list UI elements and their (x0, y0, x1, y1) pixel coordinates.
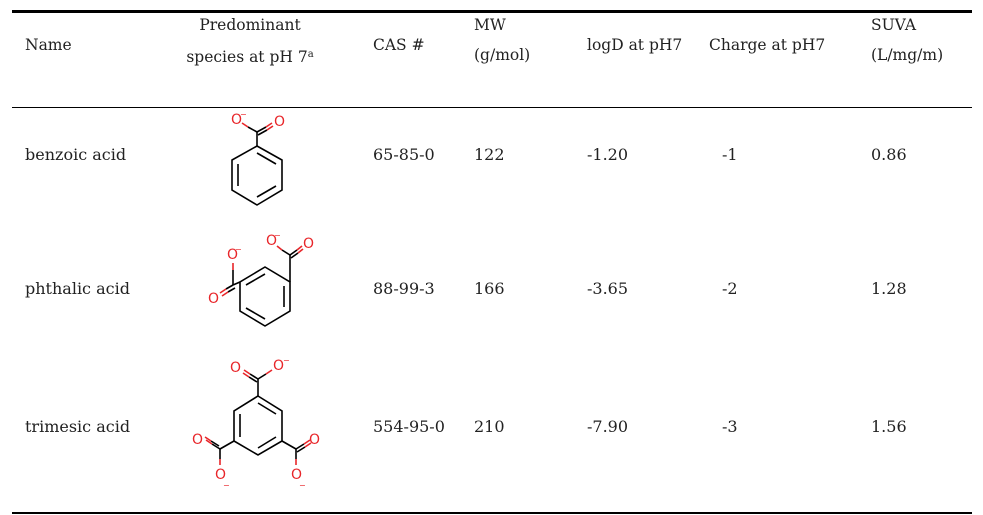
header-species-line2: species at pH 7a (186, 48, 314, 66)
row-charge: -1 (722, 145, 738, 164)
trimesate-structure: O O − O O − O O − (192, 356, 320, 490)
header-suva: SUVA (L/mg/m) (871, 10, 943, 70)
oxygen-atom: O (309, 432, 320, 448)
row-cas: 88-99-3 (373, 279, 435, 298)
benzene-ring (231, 145, 283, 206)
header-suva-line1: SUVA (871, 16, 917, 34)
benzene-ring (233, 395, 283, 456)
row-cas: 65-85-0 (373, 145, 435, 164)
row-name: phthalic acid (25, 279, 130, 298)
oxygen-atom: O (227, 247, 238, 263)
header-charge: Charge at pH7 (709, 36, 826, 54)
row-suva: 1.56 (871, 417, 907, 436)
row-suva: 1.28 (871, 279, 907, 298)
table-bottom-rule (12, 512, 972, 514)
header-mw-line2: (g/mol) (474, 46, 531, 64)
footnote-marker: a (307, 49, 314, 60)
row-cas: 554-95-0 (373, 417, 445, 436)
header-mw: MW (g/mol) (474, 10, 530, 70)
row-logd: -7.90 (587, 417, 629, 436)
row-mw: 122 (474, 145, 505, 164)
oxygen-atom: O (230, 360, 241, 376)
oxygen-atom: O (303, 236, 314, 252)
oxygen-atom: O (291, 467, 302, 483)
negative-charge: − (223, 481, 230, 490)
carboxylate-group-left: O − O (208, 245, 242, 307)
oxygen-atom: O (192, 432, 203, 448)
header-logd: logD at pH7 (587, 36, 683, 54)
header-mw-line1: MW (474, 16, 506, 34)
negative-charge: − (274, 231, 281, 240)
row-mw: 210 (474, 417, 505, 436)
table-top-rule (12, 10, 972, 13)
header-name: Name (25, 36, 72, 54)
row-logd: -1.20 (587, 145, 629, 164)
benzene-ring (239, 266, 291, 327)
oxygen-atom: O (273, 358, 284, 374)
benzoate-structure: O − O (231, 110, 285, 206)
oxygen-atom: O (215, 467, 226, 483)
header-rule (12, 107, 972, 108)
phthalate-structure: O − O O − O (208, 231, 314, 327)
negative-charge: − (235, 245, 242, 254)
oxygen-atom: O (274, 114, 285, 130)
header-suva-line2: (L/mg/m) (871, 46, 944, 64)
carboxylate-group: O − O (231, 110, 285, 146)
row-mw: 166 (474, 279, 505, 298)
row-logd: -3.65 (587, 279, 629, 298)
oxygen-atom: O (208, 291, 219, 307)
negative-charge: − (240, 110, 247, 119)
carboxylate-group-right: O O − (281, 432, 320, 490)
header-species: Predominant species at pH 7a (170, 10, 330, 72)
negative-charge: − (299, 481, 306, 490)
oxygen-atom: O (231, 112, 242, 128)
row-name: trimesic acid (25, 417, 131, 436)
header-cas: CAS # (373, 36, 425, 54)
header-species-line1: Predominant (199, 16, 301, 34)
row-charge: -2 (722, 279, 738, 298)
negative-charge: − (283, 356, 290, 365)
row-suva: 0.86 (871, 145, 907, 164)
carboxylate-group-top: O O − (230, 356, 290, 396)
row-charge: -3 (722, 417, 738, 436)
row-name: benzoic acid (25, 145, 127, 164)
carboxylate-group-upper: O − O (266, 231, 314, 282)
oxygen-atom: O (266, 233, 277, 249)
carboxylate-group-left: O O − (192, 432, 235, 490)
